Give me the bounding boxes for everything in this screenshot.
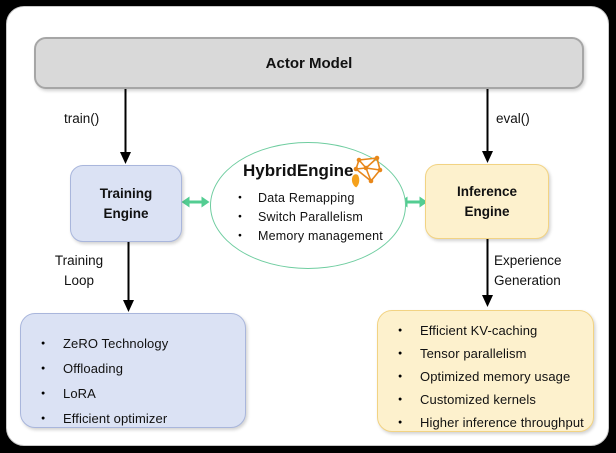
bullet-dot: ●	[41, 340, 46, 347]
list-item: ● Customized kernels	[378, 388, 593, 411]
bullet-dot: ●	[41, 415, 46, 422]
inference-feature-text: Tensor parallelism	[420, 346, 527, 361]
inference-engine-label-line1: Inference	[456, 183, 518, 199]
list-item: ● Tensor parallelism	[378, 342, 593, 365]
train-arrow	[120, 85, 131, 164]
training-feature-text: LoRA	[63, 386, 96, 401]
hybrid-feature-text: Switch Parallelism	[258, 209, 364, 224]
list-item: ● LoRA	[21, 381, 245, 406]
train-call-label: train()	[64, 111, 100, 126]
hybrid-feature-text: Data Remapping	[258, 190, 355, 205]
experience-generation-arrow	[482, 237, 493, 307]
actor-model-label: Actor Model	[265, 54, 353, 72]
list-item: ● Offloading	[21, 356, 245, 381]
bullet-dot: ●	[238, 232, 242, 239]
list-item: ● Memory management	[211, 226, 405, 245]
list-item: ● Switch Parallelism	[211, 207, 405, 226]
hybrid-engine-title: HybridEngine	[243, 161, 354, 180]
hybrid-engine-feature-list: ● Data Remapping ● Switch Parallelism ● …	[211, 188, 405, 245]
bullet-dot: ●	[238, 194, 242, 201]
training-feature-text: ZeRO Technology	[63, 336, 169, 351]
actor-model-node: Actor Model	[34, 37, 584, 89]
hybrid-feature-text: Memory management	[258, 228, 383, 243]
training-feature-text: Offloading	[63, 361, 124, 376]
list-item: ● ZeRO Technology	[21, 331, 245, 356]
bullet-dot: ●	[398, 419, 403, 426]
experience-generation-label: Experience Generation	[494, 251, 562, 291]
eval-call-label: eval()	[496, 111, 530, 126]
hybrid-engine-node: HybridEngine	[210, 142, 406, 269]
bullet-dot: ●	[41, 390, 46, 397]
training-loop-label-line1: Training	[54, 253, 104, 268]
inference-engine-node: Inference Engine	[425, 164, 549, 239]
training-engine-label-line2: Engine	[103, 205, 149, 221]
bullet-dot: ●	[238, 213, 242, 220]
eval-arrow	[482, 85, 493, 163]
list-item: ● Efficient optimizer	[21, 406, 245, 431]
training-loop-label-line2: Loop	[63, 273, 95, 288]
inference-engine-label-line2: Engine	[464, 203, 510, 219]
training-loop-arrow	[123, 240, 134, 312]
inference-features-box: ● Efficient KV-caching ● Tensor parallel…	[377, 310, 594, 432]
training-feature-text: Efficient optimizer	[63, 411, 168, 426]
training-engine-node: Training Engine	[70, 165, 182, 242]
experience-label-line2: Generation	[494, 273, 561, 288]
bullet-dot: ●	[41, 365, 46, 372]
bullet-dot: ●	[398, 327, 403, 334]
rocket-flame	[351, 174, 360, 188]
experience-label-line1: Experience	[494, 253, 562, 268]
bullet-dot: ●	[398, 373, 403, 380]
training-features-box: ● ZeRO Technology ● Offloading ● LoRA ● …	[20, 313, 246, 428]
bullet-dot: ●	[398, 396, 403, 403]
list-item: ● Optimized memory usage	[378, 365, 593, 388]
inference-feature-text: Efficient KV-caching	[420, 323, 538, 338]
inference-feature-text: Optimized memory usage	[420, 369, 571, 384]
training-loop-label: Training Loop	[48, 251, 110, 291]
training-engine-label-line1: Training	[99, 185, 153, 201]
deepspeed-rocket-network-icon	[351, 155, 383, 188]
bullet-dot: ●	[398, 350, 403, 357]
list-item: ● Efficient KV-caching	[378, 319, 593, 342]
list-item: ● Higher inference throughput	[378, 411, 593, 434]
inference-feature-text: Customized kernels	[420, 392, 536, 407]
training-hybrid-double-arrow	[181, 196, 210, 208]
inference-feature-text: Higher inference throughput	[420, 415, 584, 430]
list-item: ● Data Remapping	[211, 188, 405, 207]
